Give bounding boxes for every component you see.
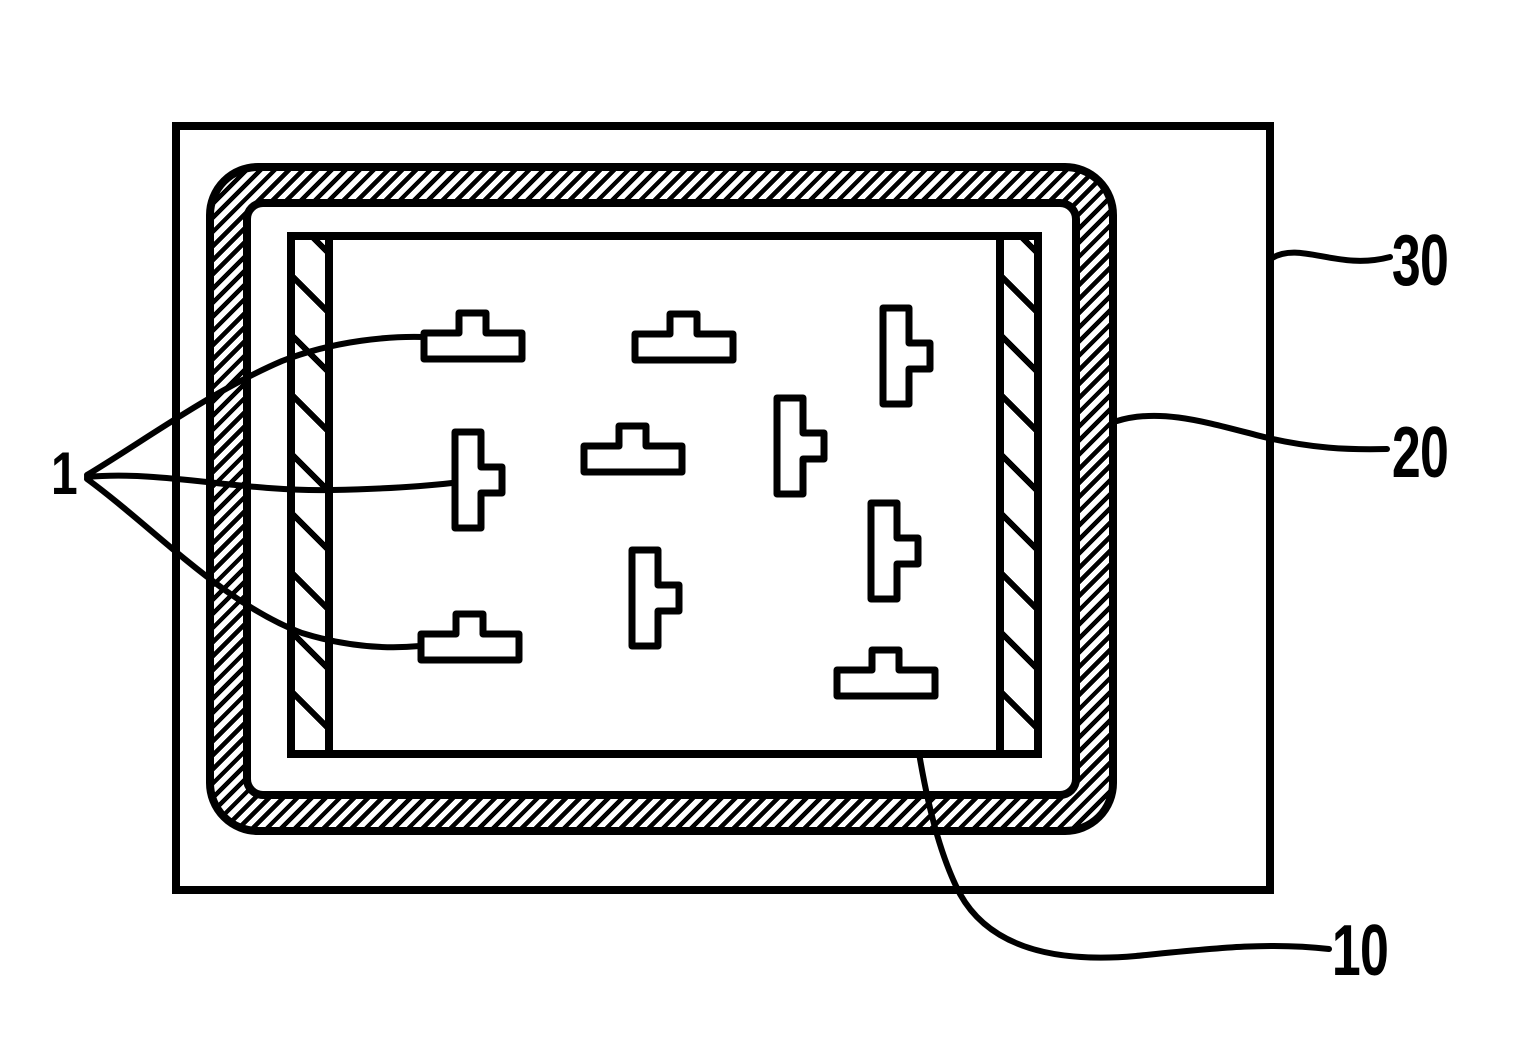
label-inner-cell-10: 10	[1331, 911, 1389, 991]
right-electrode-bar	[996, 232, 1042, 758]
label-elements-1: 1	[51, 440, 78, 507]
left-electrode-bar	[287, 232, 333, 758]
inner-cell-rect-10	[287, 232, 1042, 758]
label-seal-frame-20: 20	[1391, 413, 1449, 493]
label-substrate-30: 30	[1391, 221, 1449, 301]
